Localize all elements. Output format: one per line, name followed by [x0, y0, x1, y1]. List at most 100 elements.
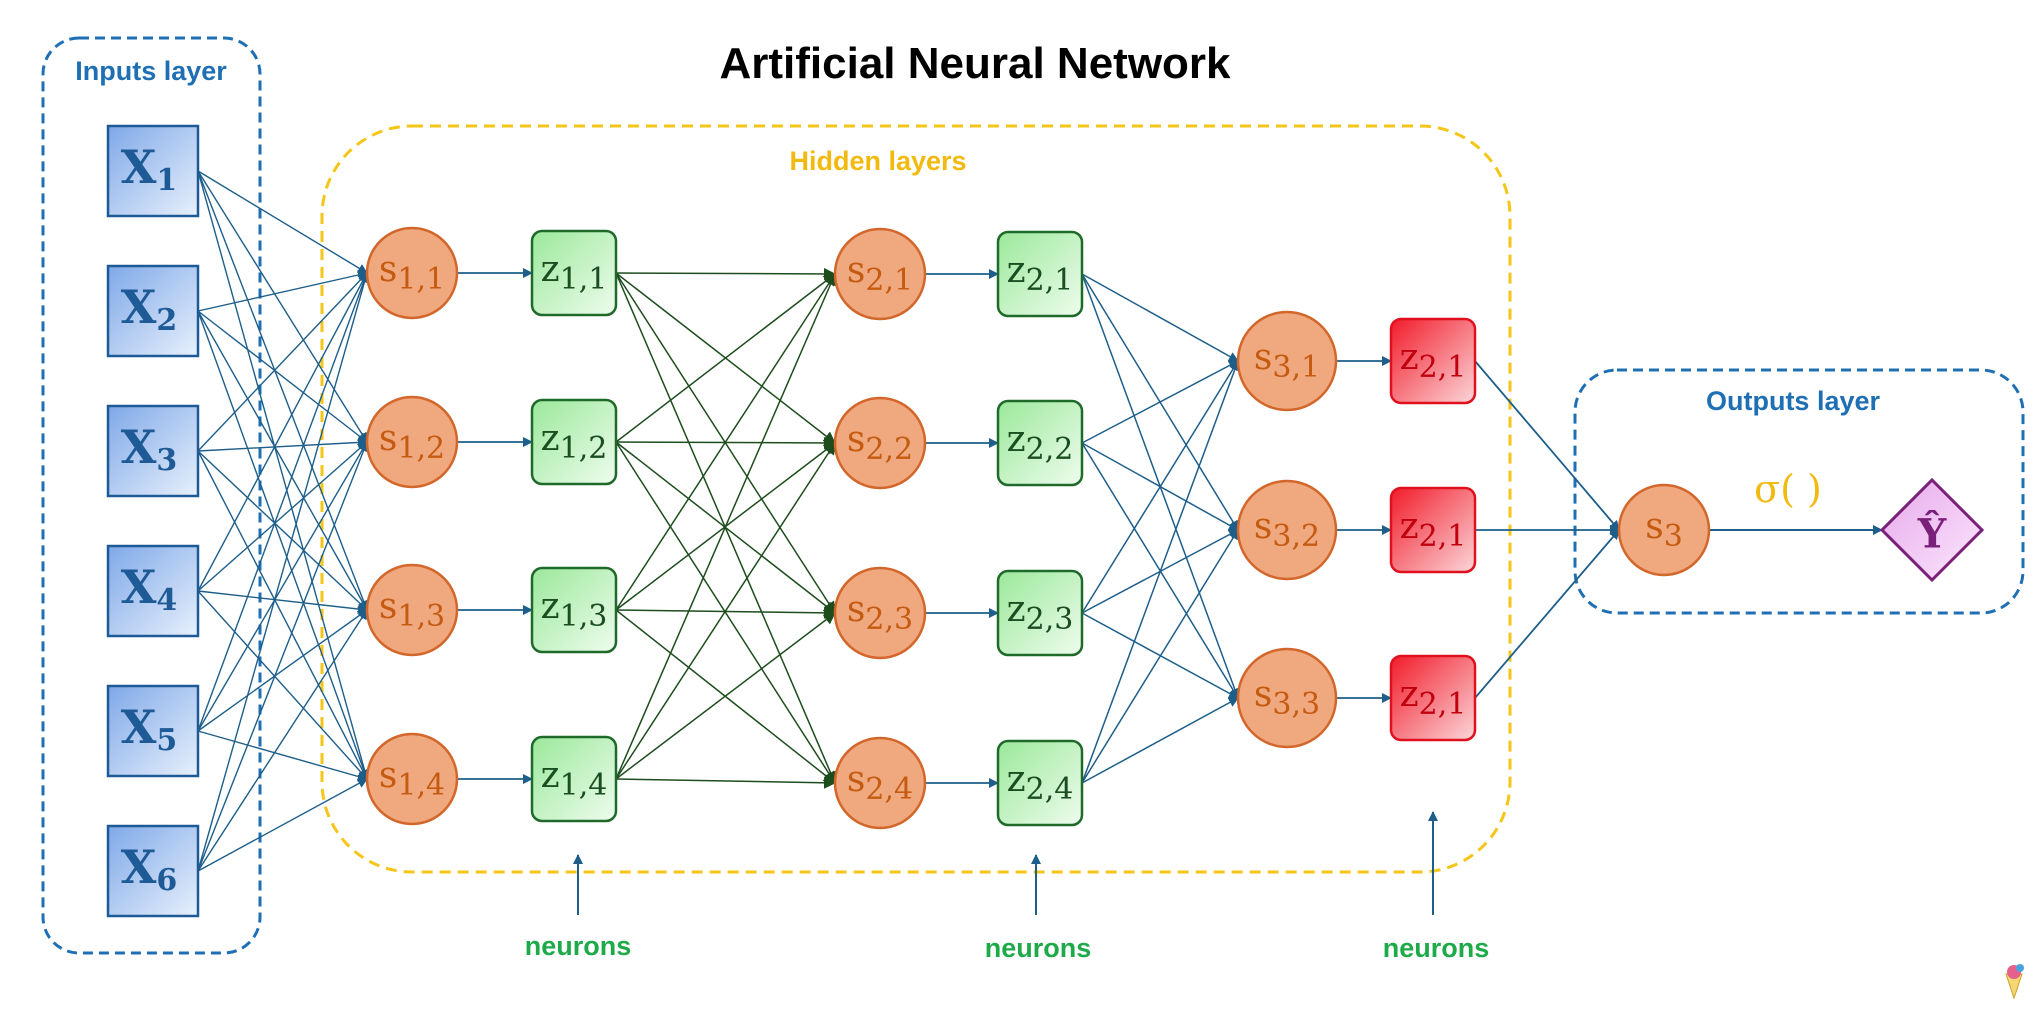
activation-node-z1-3 [530, 566, 618, 654]
corner-logo-icon [2005, 964, 2024, 1000]
input-label-x2: X2 [121, 280, 178, 337]
activation-node-z1-2-label: z1,2 [541, 418, 608, 466]
activation-node-z1-4-label: z1,4 [541, 755, 608, 803]
edge-z23-s31 [1081, 360, 1239, 614]
neurons-caption-2: neurons [985, 933, 1092, 963]
edge-x5-s14 [197, 730, 368, 782]
inputs-layer-label: Inputs layer [75, 56, 227, 86]
edge-x3-s14 [197, 450, 368, 780]
connections [197, 170, 1883, 872]
edge-x4-s12 [197, 441, 368, 592]
edge-z31-s3out [1474, 360, 1620, 531]
activation-node-z2-3 [996, 569, 1084, 657]
activation-node-z2-3-label: z2,3 [1007, 589, 1074, 637]
edge-x6-s13 [197, 609, 368, 872]
edge-z22-s31 [1081, 360, 1239, 444]
activation-node-z2-2-label: z2,2 [1007, 419, 1074, 467]
sum-node-s2-3 [833, 566, 927, 660]
edge-x5-s12 [197, 441, 368, 732]
sum-node-s3-2 [1236, 479, 1338, 581]
sum-node-s1-2 [365, 395, 459, 489]
sum-node-s2-4 [833, 736, 927, 830]
edge-x6-s11 [197, 272, 370, 872]
sum-node-s2-1-label: s2,1 [847, 250, 913, 298]
activation-node-z3-2-label: z2,1 [1400, 506, 1467, 554]
activation-node-z1-1 [530, 229, 618, 317]
sum-node-s2-1 [833, 227, 927, 321]
edge-z24-s33 [1081, 697, 1239, 784]
edge-x2-s12 [197, 310, 368, 443]
sum-node-s3-3 [1236, 647, 1338, 749]
neurons-caption-1: neurons [525, 931, 632, 961]
input-label-x3: X3 [121, 420, 178, 477]
activation-node-z3-3-label: z2,1 [1400, 674, 1467, 722]
activation-node-z2-2 [996, 399, 1084, 487]
activation-node-z1-3-label: z1,3 [541, 586, 608, 634]
input-node-x1 [106, 124, 200, 218]
input-label-x1: X1 [121, 140, 178, 197]
activation-node-z2-1-label: z2,1 [1007, 250, 1074, 298]
sum-node-s3-1-label: s3,1 [1254, 337, 1320, 385]
edge-x1-s13 [197, 170, 369, 611]
activation-node-z2-1 [996, 230, 1084, 318]
output-label-yhat: Ŷ [1917, 511, 1947, 558]
outputs-layer-box [1573, 368, 2025, 615]
edge-z14-s23 [615, 612, 836, 780]
nodes: X1X2X3X4X5X6s1,1s1,2s1,3s1,4z1,1z1,2z1,3… [106, 124, 1985, 918]
activation-node-z3-2 [1389, 486, 1477, 574]
neurons-caption-3: neurons [1383, 933, 1490, 963]
input-node-x4 [106, 544, 200, 638]
activation-node-z1-2 [530, 398, 618, 486]
edge-z24-s31 [1081, 360, 1240, 784]
sum-node-s1-4-label: s1,4 [379, 755, 445, 803]
activation-node-z3-1-label: z2,1 [1400, 337, 1467, 385]
edge-z11-s21 [615, 267, 836, 280]
edge-x3-s12 [197, 437, 368, 452]
edge-x4-s14 [197, 590, 368, 780]
activation-node-z2-4-label: z2,4 [1007, 759, 1074, 807]
edge-x1-s11 [197, 170, 368, 274]
input-node-x2 [106, 264, 200, 358]
sum-node-s2-4-label: s2,4 [847, 759, 913, 807]
hidden-layers-label: Hidden layers [789, 146, 966, 176]
output-sum-node-s3-label: s3 [1645, 506, 1683, 554]
edge-x5-s11 [197, 272, 369, 732]
sum-node-s1-4 [365, 732, 459, 826]
edge-z24-s32 [1081, 529, 1239, 784]
edge-z33-s3out [1474, 529, 1620, 699]
sum-node-s3-3-label: s3,3 [1254, 674, 1320, 722]
input-node-x6 [106, 824, 200, 918]
edge-x4-s13 [197, 590, 368, 614]
sum-node-s1-3 [365, 563, 459, 657]
output-sum-node-s3 [1617, 483, 1711, 577]
activation-node-z2-4 [996, 739, 1084, 827]
input-label-x5: X5 [121, 700, 178, 757]
sum-node-s2-2 [833, 396, 927, 490]
edge-x6-s12 [197, 441, 369, 872]
edge-z14-s22 [615, 442, 836, 780]
edge-x1-s12 [197, 170, 368, 443]
hidden-layers-box [320, 124, 1512, 874]
edge-x6-s14 [197, 778, 368, 872]
edge-x4-s11 [197, 272, 368, 592]
sum-node-s1-3-label: s1,3 [379, 586, 445, 634]
output-node-yhat [1879, 477, 1985, 583]
inputs-layer-box [41, 36, 262, 955]
edge-z13-s21 [615, 273, 836, 611]
activation-node-z1-4 [530, 735, 618, 823]
sum-node-s2-3-label: s2,3 [847, 589, 913, 637]
sum-node-s2-2-label: s2,2 [847, 419, 913, 467]
activation-node-z1-1-label: z1,1 [541, 249, 608, 297]
sum-node-s1-2-label: s1,2 [379, 418, 445, 466]
edge-x3-s13 [197, 450, 368, 611]
edge-x2-s13 [197, 310, 368, 611]
activation-node-z3-1 [1389, 317, 1477, 405]
edge-x5-s13 [197, 609, 368, 732]
sum-node-s1-1-label: s1,1 [379, 249, 445, 297]
edge-x1-s14 [197, 170, 370, 780]
input-label-x4: X4 [121, 560, 178, 617]
input-node-x5 [106, 684, 200, 778]
edge-z12-s21 [615, 273, 836, 443]
diagram-title: Artificial Neural Network [719, 39, 1231, 88]
